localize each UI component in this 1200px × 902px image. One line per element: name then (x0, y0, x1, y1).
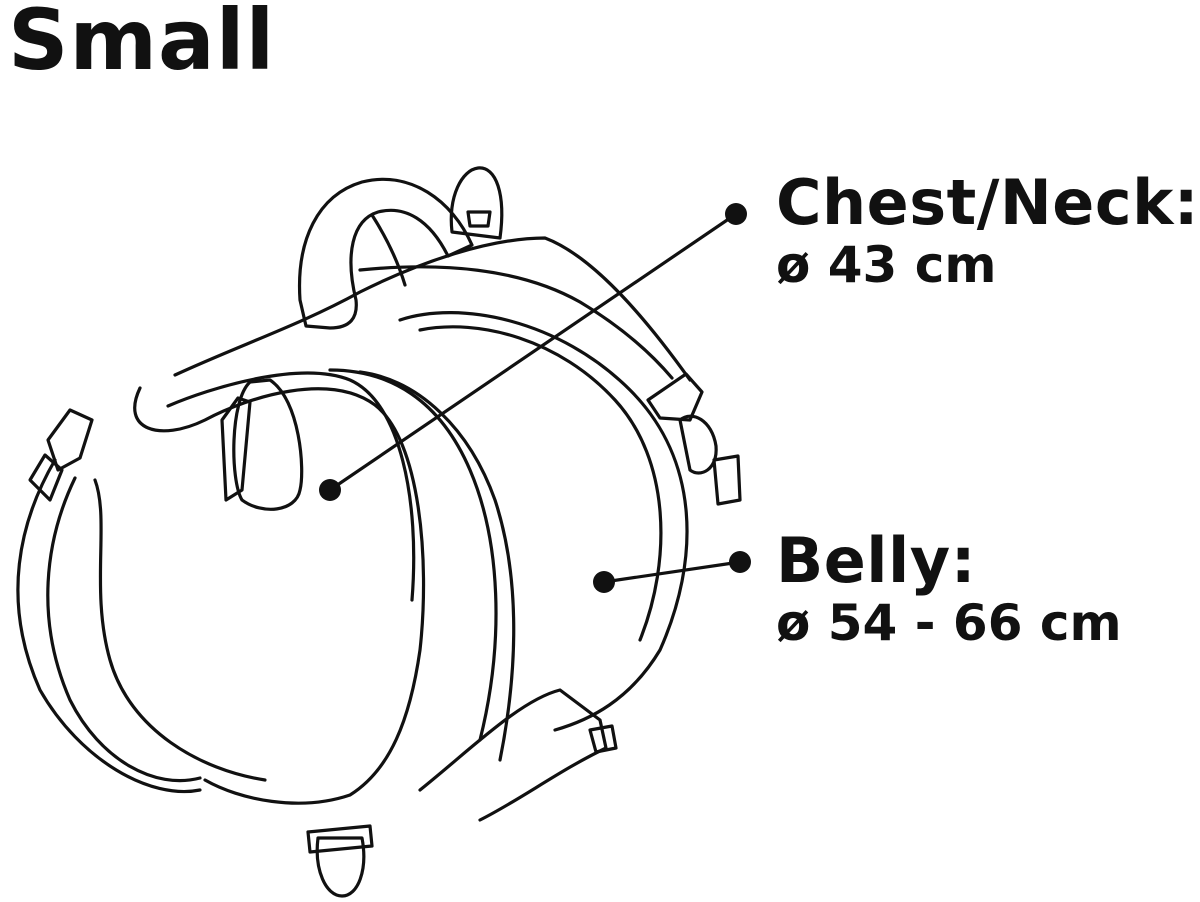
belly-value: ø 54 - 66 cm (776, 594, 1122, 653)
chest-neck-label-dot (725, 203, 747, 225)
belly-leader (593, 551, 751, 593)
chest-neck-value: ø 43 cm (776, 236, 997, 295)
belly-label: Belly: (776, 524, 977, 597)
left-buckle (46, 408, 94, 472)
right-buckle (646, 372, 704, 422)
bottom-d-ring (315, 836, 366, 898)
belly-callout: Belly: ø 54 - 66 cm (776, 528, 1122, 650)
chest-neck-callout: Chest/Neck: ø 43 cm (776, 170, 1199, 292)
chest-neck-label: Chest/Neck: (776, 166, 1200, 239)
left-strap (16, 458, 202, 793)
chest-loop (133, 386, 426, 805)
belly-panel (398, 311, 689, 732)
chest-neck-leader (319, 203, 747, 501)
chest-pad (232, 378, 304, 511)
belly-strap (418, 688, 608, 822)
belly-label-dot (729, 551, 751, 573)
size-title: Small (8, 0, 276, 89)
harness-illustration (16, 166, 742, 898)
chest-neck-anchor-dot (319, 479, 341, 501)
harness-handle (297, 177, 474, 330)
harness-back-panel (173, 236, 692, 382)
belly-anchor-dot (593, 571, 615, 593)
top-d-ring (449, 166, 504, 240)
